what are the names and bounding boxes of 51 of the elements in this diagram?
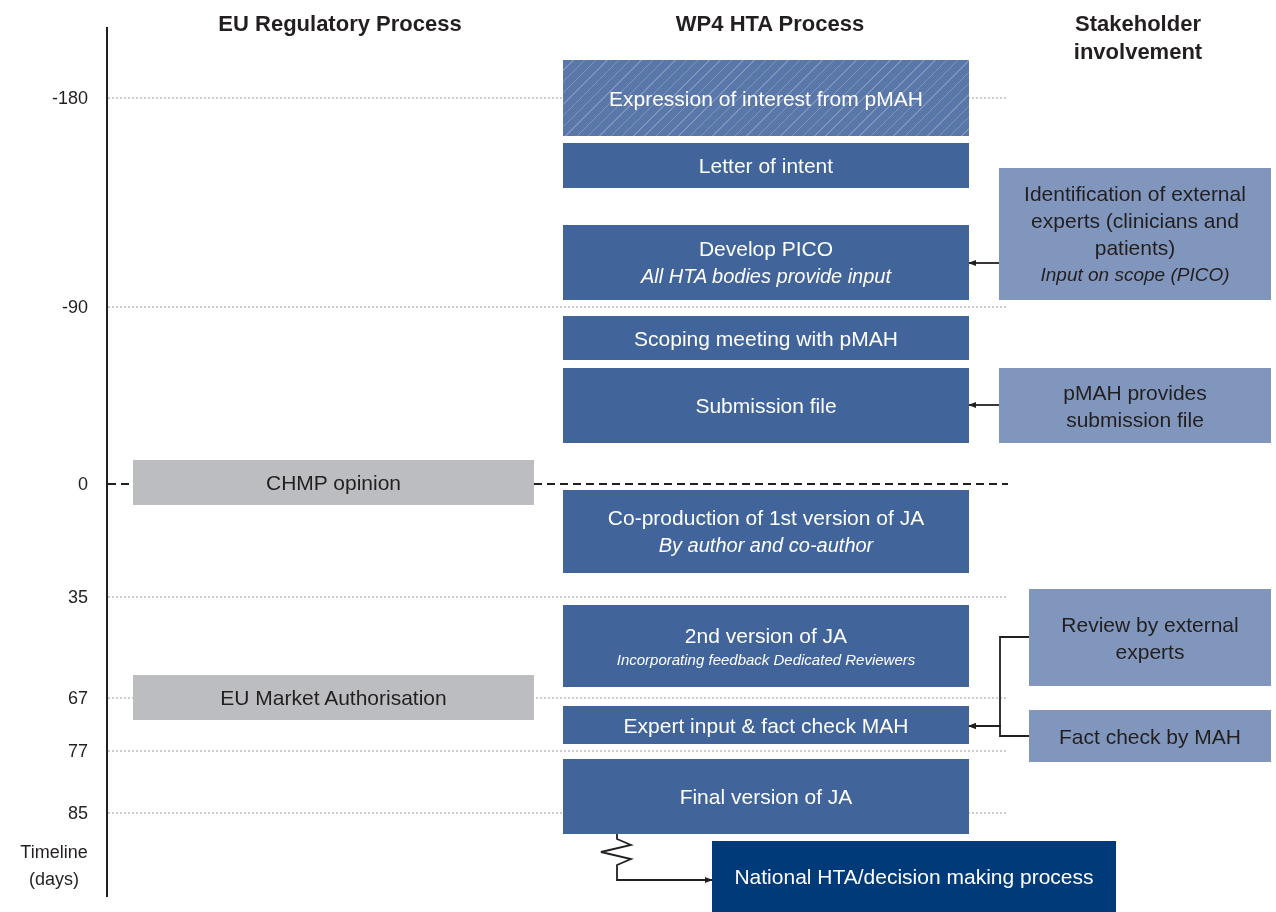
box-title: CHMP opinion: [266, 470, 401, 496]
box-title: Expert input & fact check MAH: [623, 712, 909, 739]
box-title: Review by external experts: [1060, 611, 1240, 665]
box-title: Co-production of 1st version of JA: [607, 505, 925, 531]
box-title: Final version of JA: [679, 784, 853, 810]
arrow: [968, 259, 1000, 267]
box-subtitle: By author and co-author: [658, 533, 874, 558]
process-box: [1029, 589, 1271, 686]
process-box: [563, 706, 969, 744]
box-title: Fact check by MAH: [1058, 723, 1242, 750]
column-heading: Stakeholder involvement: [1072, 10, 1204, 66]
box-title: EU Market Authorisation: [220, 685, 447, 711]
process-box: [563, 368, 969, 443]
process-box: [563, 316, 969, 360]
process-box: [563, 759, 969, 834]
box-title: National HTA/decision making process: [734, 864, 1094, 890]
box-title: Letter of intent: [698, 153, 834, 179]
column-heading: EU Regulatory Process: [217, 10, 463, 38]
tick-label: 67: [66, 687, 88, 709]
arrow: [600, 833, 713, 884]
arrow: [968, 401, 1000, 409]
column-heading: WP4 HTA Process: [674, 10, 866, 38]
tick-label: -180: [50, 87, 88, 109]
box-title: Expression of interest from pMAH: [609, 85, 923, 112]
axis-title: Timeline (days): [19, 841, 89, 891]
tick-label: 85: [66, 802, 88, 824]
box-title: Scoping meeting with pMAH: [634, 325, 898, 352]
process-box: [563, 490, 969, 573]
tick-label: 77: [66, 740, 88, 762]
process-box: [563, 60, 969, 136]
process-box: [999, 368, 1271, 443]
box-title: Submission file: [695, 393, 837, 419]
arrow: [968, 722, 1030, 737]
process-box: [133, 460, 534, 505]
box-title: Identification of external experts (clinicians and patients): [1023, 181, 1247, 261]
box-title: Develop PICO: [698, 236, 834, 262]
process-box: [563, 225, 969, 300]
box-subtitle: All HTA bodies provide input: [640, 264, 892, 289]
box-subtitle: Incorporating feedback Dedicated Reviewers: [616, 649, 916, 670]
tick-label: 0: [77, 473, 88, 495]
tick-label: -90: [61, 296, 88, 318]
process-box: [133, 675, 534, 720]
process-box: [563, 143, 969, 188]
process-box: [999, 168, 1271, 300]
process-box: [563, 605, 969, 687]
process-box: [712, 841, 1116, 912]
box-title: 2nd version of JA: [684, 622, 848, 649]
box-subtitle: Input on scope (PICO): [1040, 263, 1230, 287]
process-box: [1029, 710, 1271, 762]
box-title: pMAH provides submission file: [1062, 379, 1208, 433]
tick-label: 35: [66, 586, 88, 608]
